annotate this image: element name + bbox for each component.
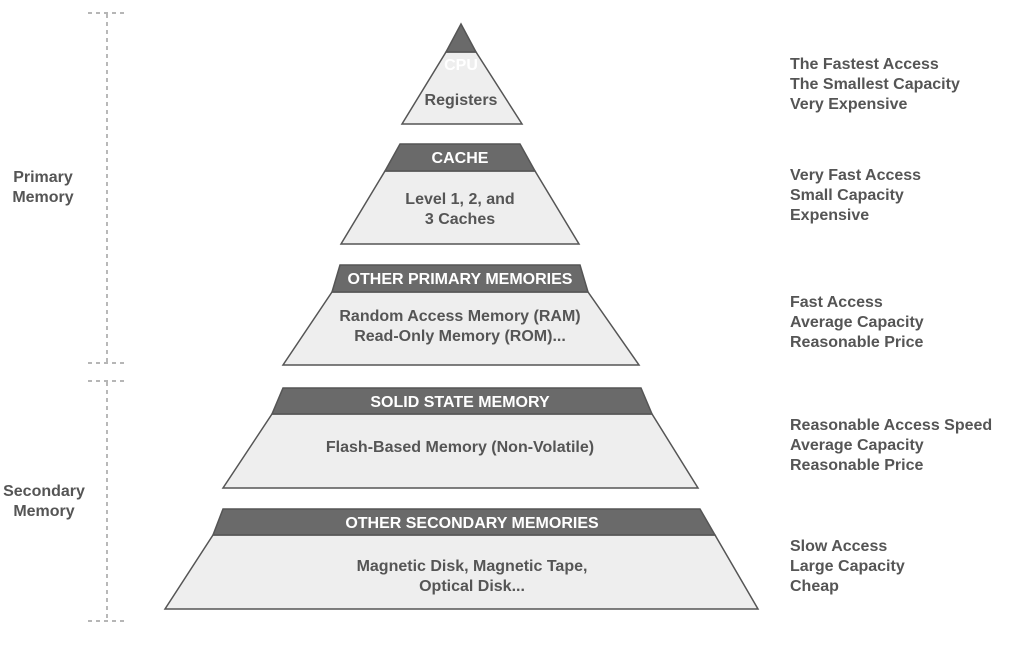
solid-state-description: Reasonable Access Speed Average Capacity… [790,417,993,474]
cpu-description: The Fastest Access The Smallest Capacity… [790,56,960,113]
solid-state-header: SOLID STATE MEMORY [370,394,550,411]
other-primary-header-shape [330,264,590,293]
other-secondary-description: Slow Access Large Capacity Cheap [790,538,905,595]
other-primary-description: Fast Access Average Capacity Reasonable … [790,294,924,351]
other-primary-header: OTHER PRIMARY MEMORIES [347,271,573,288]
other-secondary-header: OTHER SECONDARY MEMORIES [345,515,599,532]
cpu-header: CPU [444,57,478,74]
cache-header: CACHE [431,150,489,167]
primary-memory-label: Primary Memory [12,169,74,206]
other-secondary-header-shape [211,508,717,536]
solid-state-body: Flash-Based Memory (Non-Volatile) [325,439,595,456]
cpu-header-shape [444,22,478,53]
secondary-memory-label: Secondary Memory [3,483,85,520]
other-secondary-body: Magnetic Disk, Magnetic Tape, Optical Di… [356,558,588,595]
solid-state-header-shape [270,387,654,415]
cache-description: Very Fast Access Small Capacity Expensiv… [790,167,922,224]
other-primary-body: Random Access Memory (RAM) Read-Only Mem… [339,308,581,345]
cpu-body: Registers [424,92,498,109]
cache-header-shape [383,143,537,172]
cache-body: Level 1, 2, and 3 Caches [405,191,515,228]
